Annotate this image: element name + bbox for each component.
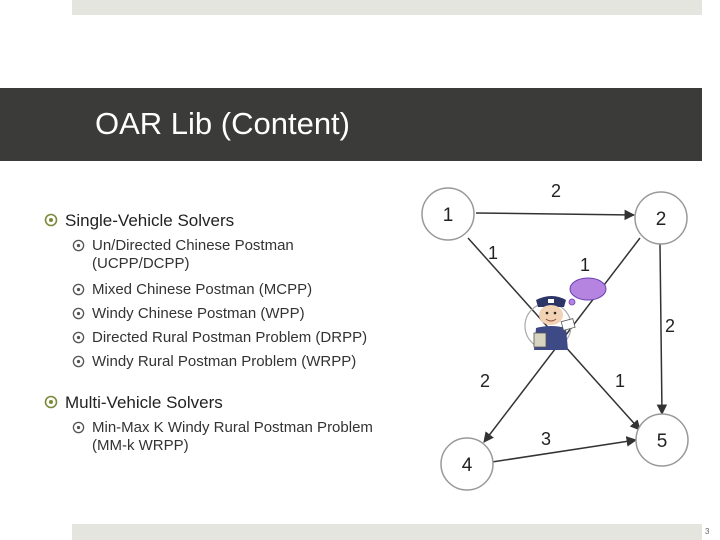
slide-title: OAR Lib (Content) — [95, 106, 350, 141]
edge-weight: 1 — [615, 371, 625, 391]
edge-weight: 2 — [665, 316, 675, 336]
edge-weight: 2 — [480, 371, 490, 391]
graph-node-5: 5 — [635, 413, 689, 467]
bullet-target-icon — [72, 307, 85, 320]
edge-2-5 — [656, 243, 668, 416]
graph-node-4: 4 — [440, 437, 494, 491]
bullet-target-icon — [72, 331, 85, 344]
bullet-target-icon — [72, 421, 85, 434]
svg-text:5: 5 — [657, 431, 668, 452]
bullet-target-icon — [44, 213, 58, 227]
top-decorative-bar — [72, 0, 702, 15]
bullet-target-icon — [72, 239, 85, 252]
bullet-target-icon — [72, 355, 85, 368]
bullet-target-icon — [44, 395, 58, 409]
svg-text:1: 1 — [443, 205, 454, 226]
edge-weight: 1 — [580, 255, 590, 275]
postman-illustration — [524, 277, 607, 350]
edge-1-2 — [475, 209, 636, 221]
svg-text:2: 2 — [656, 209, 667, 230]
edge-weight: 1 — [488, 243, 498, 263]
edge-weight: 3 — [541, 429, 551, 449]
bottom-decorative-bar — [72, 524, 702, 540]
edge-weight: 2 — [551, 181, 561, 201]
bullet-target-icon — [72, 283, 85, 296]
graph-node-1: 1 — [421, 187, 475, 241]
edge-4-5 — [491, 436, 638, 463]
graph-node-2: 2 — [634, 191, 688, 245]
title-band — [0, 88, 702, 161]
page-number: 3 — [705, 527, 710, 536]
svg-text:4: 4 — [462, 455, 473, 476]
